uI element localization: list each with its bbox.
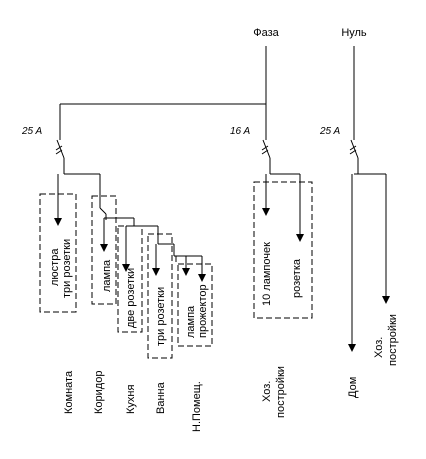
- middle-text-socket: розетка: [291, 258, 303, 298]
- phase-bus: [59, 46, 267, 140]
- group-text-kukhnya: две розетки: [125, 268, 137, 328]
- group-box-koridor: [91, 195, 117, 305]
- room-label-koridor: Коридор: [93, 371, 105, 414]
- group-box-kukhnya: [117, 225, 143, 333]
- right-label-sheds-2: постройки: [387, 314, 399, 366]
- neutral-label: Нуль: [341, 27, 367, 39]
- phase-label: Фаза: [253, 27, 279, 39]
- room-label-npomesch: Н.Помещ.: [191, 381, 203, 432]
- group-text-komnata-1: люстра: [49, 248, 61, 286]
- breaker-middle-symbol: [261, 139, 271, 174]
- breaker-main-label: 25 A: [21, 126, 43, 137]
- breaker-middle-label: 16 A: [230, 126, 251, 137]
- left-arrowheads: [54, 218, 206, 282]
- group-text-komnata-2: три розетки: [61, 239, 73, 298]
- breaker-main-symbol: [55, 139, 65, 174]
- middle-room-label-2: постройки: [275, 366, 287, 418]
- middle-circuit-wiring: [262, 173, 304, 242]
- middle-room-label-1: Хоз.: [261, 381, 273, 402]
- room-label-komnata: Комната: [63, 370, 75, 414]
- group-text-vanna: три розетки: [155, 287, 167, 346]
- room-label-vanna: Ванна: [155, 381, 167, 414]
- middle-text-lamps: 10 лампочек: [261, 242, 273, 306]
- group-text-koridor: лампа: [101, 259, 113, 292]
- group-box-vanna: [147, 233, 173, 359]
- breaker-right-symbol: [349, 139, 359, 174]
- room-label-kukhnya: Кухня: [125, 385, 137, 414]
- group-box-npomesch: [177, 263, 213, 347]
- group-text-npomesch-1: лампа: [185, 305, 197, 338]
- breaker-right-label: 25 A: [319, 126, 341, 137]
- group-box-komnata: [39, 193, 77, 313]
- group-box-middle: [253, 181, 313, 319]
- right-label-home: Дом: [347, 377, 359, 398]
- right-circuit-wiring: [348, 173, 390, 352]
- right-label-sheds-1: Хоз.: [373, 337, 385, 358]
- left-circuit-wiring: [57, 173, 203, 274]
- group-text-npomesch-2: прожектор: [197, 284, 209, 338]
